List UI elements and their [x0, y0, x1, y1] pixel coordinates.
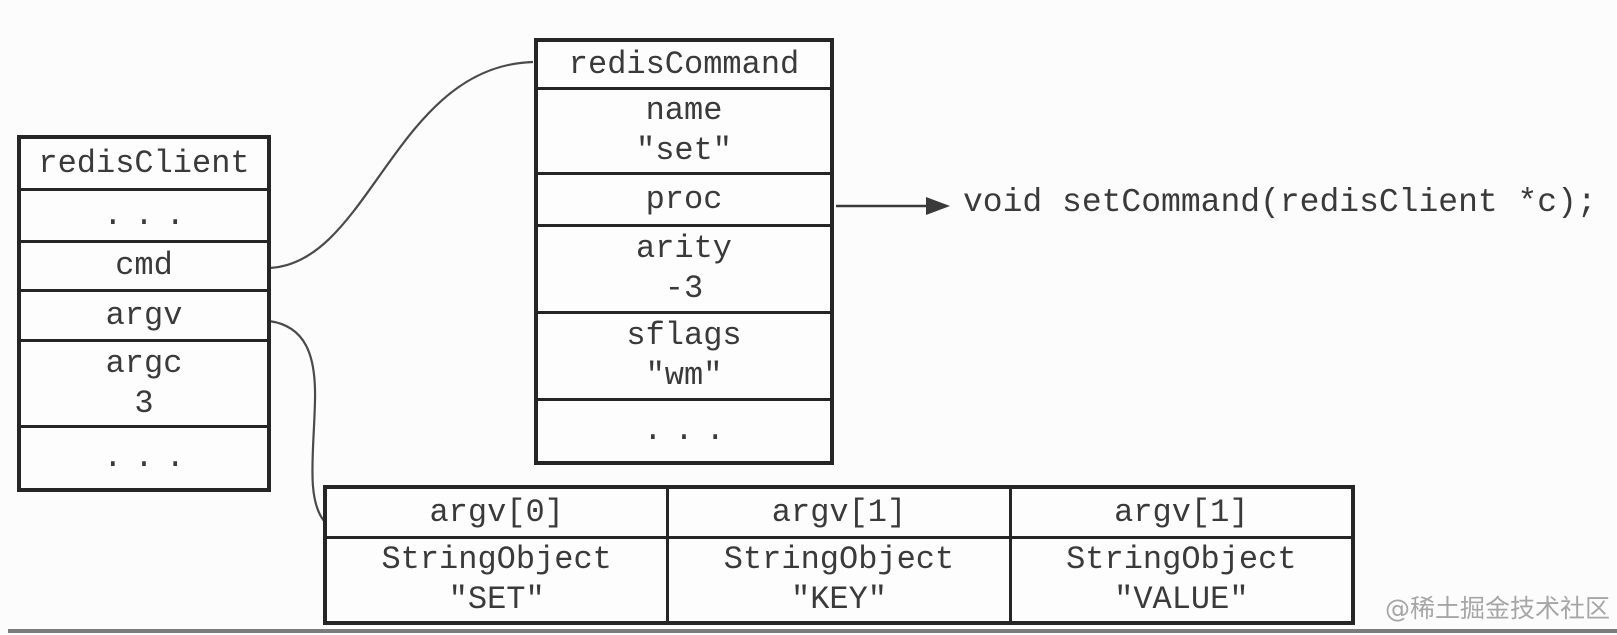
argv1-header-label: argv[1] — [771, 494, 907, 531]
struct-row-argc: argc 3 — [21, 339, 267, 425]
argv-cell-value: StringObject "SET" — [327, 536, 667, 621]
struct-row-proc: proc — [538, 172, 830, 224]
argv2-value-label: "VALUE" — [1114, 581, 1249, 618]
cmd-pointer-curve — [268, 60, 534, 270]
redisclient-title: redisClient — [38, 144, 250, 182]
argv-cell-2: argv[1] StringObject "VALUE" — [1008, 489, 1351, 621]
struct-row-sflags: sflags "wm" — [538, 311, 830, 398]
argc-field-value: 3 — [134, 384, 154, 422]
argv2-type-label: StringObject — [1066, 541, 1297, 578]
rediscommand-title: redisCommand — [568, 45, 800, 83]
argc-field-label: argc — [105, 344, 183, 382]
cmd-field-label: cmd — [115, 247, 173, 284]
argv0-type-label: StringObject — [381, 541, 612, 578]
proc-arrowhead-icon — [926, 197, 950, 215]
bottom-divider — [8, 629, 1617, 633]
name-field-label: name — [645, 92, 723, 129]
ellipsis-row-label: ... — [103, 439, 197, 476]
struct-row-name: name "set" — [538, 87, 830, 172]
struct-row: ... — [21, 188, 267, 240]
rediscommand-struct-box: redisCommand name "set" proc arity -3 sf… — [534, 38, 834, 465]
sflags-field-value: "wm" — [645, 357, 723, 394]
argv0-header-label: argv[0] — [429, 494, 564, 531]
struct-row: ... — [538, 398, 830, 461]
proc-field-label: proc — [645, 180, 723, 218]
argv-array-table: argv[0] StringObject "SET" argv[1] Strin… — [323, 485, 1355, 625]
argv-cell-header: argv[1] — [1012, 489, 1351, 536]
argv1-value-label: "KEY" — [790, 581, 887, 618]
argv1-type-label: StringObject — [723, 541, 955, 578]
struct-row-argv: argv — [21, 289, 267, 339]
ellipsis-row-label: ... — [643, 412, 737, 449]
sflags-field-label: sflags — [626, 317, 742, 354]
arity-field-value: -3 — [664, 270, 704, 307]
struct-title-row: redisCommand — [538, 42, 830, 87]
argv-cell-header: argv[1] — [669, 489, 1008, 536]
argv-cell-value: StringObject "VALUE" — [1011, 536, 1351, 621]
argv-cell-value: StringObject "KEY" — [669, 536, 1009, 621]
struct-row-cmd: cmd — [21, 240, 267, 289]
argv-field-label: argv — [105, 296, 183, 334]
proc-function-signature: void setCommand(redisClient *c); — [963, 184, 1597, 221]
argv2-header-label: argv[1] — [1114, 494, 1249, 531]
argv-cell-1: argv[1] StringObject "KEY" — [666, 489, 1009, 621]
watermark: @稀土掘金技术社区 — [1384, 594, 1610, 623]
struct-row: ... — [21, 425, 267, 488]
argv0-value-label: "SET" — [448, 581, 545, 618]
arity-field-label: arity — [635, 230, 732, 267]
name-field-value: "set" — [635, 132, 732, 169]
struct-title-row: redisClient — [21, 139, 267, 188]
redisclient-struct-box: redisClient ... cmd argv argc 3 ... — [17, 135, 271, 492]
ellipsis-row-label: ... — [103, 196, 197, 234]
argv-pointer-curve — [268, 319, 325, 522]
argv-cell-0: argv[0] StringObject "SET" — [327, 489, 667, 621]
struct-row-arity: arity -3 — [538, 224, 830, 311]
argv-cell-header: argv[0] — [327, 489, 666, 536]
